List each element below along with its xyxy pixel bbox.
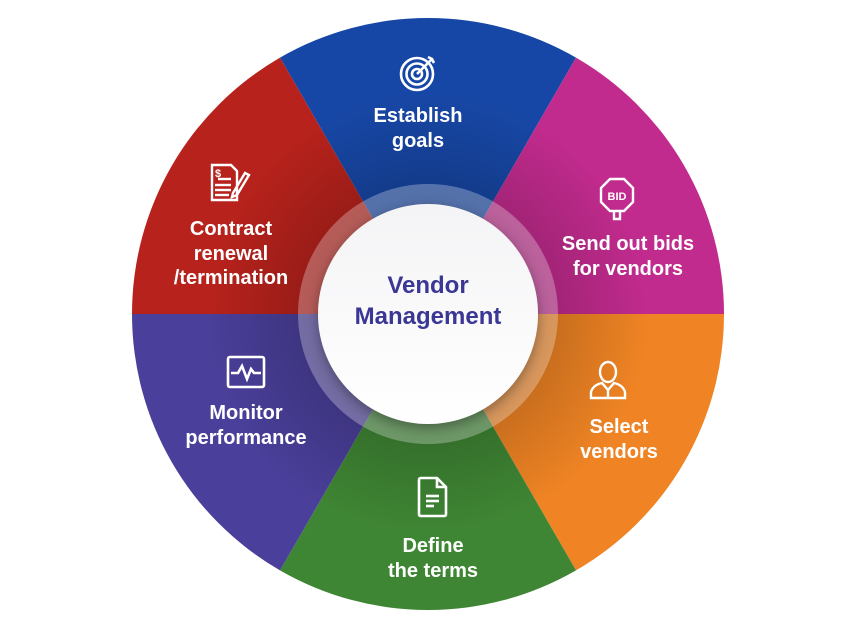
segment-label-select-vendors: Select vendors [580,416,658,463]
bid-sign-icon: BID [599,177,635,221]
segment-label-monitor-performance: Monitor performance [185,402,307,449]
contract-sign-icon: $ [210,163,251,202]
svg-text:BID: BID [608,191,627,203]
target-icon [399,55,436,92]
monitor-pulse-icon [226,355,266,389]
segment-label-define-terms: Define the terms [387,535,479,582]
businessman-icon [589,360,627,400]
center-circle [318,204,538,424]
center-title: Vendor Management [354,272,502,330]
document-icon [417,476,448,518]
segment-label-establish-goals: Establish goals [373,105,463,152]
segment-label-contract-renewal: Contract renewal /termination [173,218,289,289]
svg-text:$: $ [215,168,221,180]
segment-label-send-bids: Send out bids for vendors [561,233,695,280]
